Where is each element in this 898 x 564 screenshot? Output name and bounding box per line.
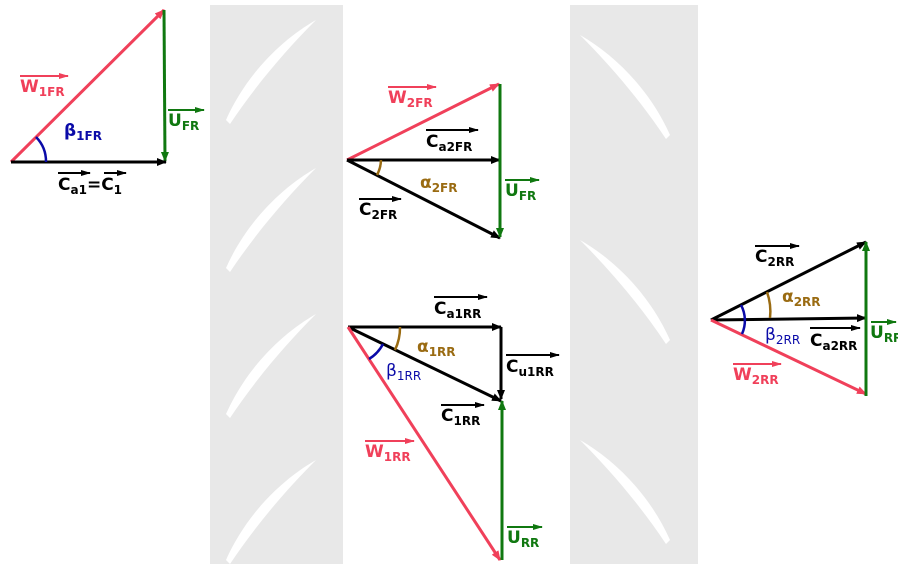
c1rr-vector <box>347 325 502 403</box>
alpha2rr-label: α2RR <box>782 287 821 309</box>
beta1rr-arc <box>368 343 385 361</box>
ufr-vector <box>160 9 169 162</box>
alpha2rr-arc <box>765 291 772 319</box>
beta1fr-label: β1FR <box>64 121 102 143</box>
front-rotor-background <box>210 5 343 564</box>
alpha2fr-arc <box>375 159 383 176</box>
beta2rr-arc <box>739 304 747 335</box>
ufr-label: UFR <box>168 111 199 133</box>
urr-label-2: URR <box>870 323 898 345</box>
alpha1rr-arc <box>393 326 402 351</box>
alpha2fr-label: α2FR <box>420 173 457 195</box>
beta1fr-arc <box>35 136 48 163</box>
triangle-front-rotor-inlet: W1FR β1FR UFR Ca1=C1 <box>9 8 205 197</box>
w2fr-vector <box>346 82 500 162</box>
ufr-label-2: UFR <box>505 181 536 203</box>
triangle-rear-rotor-outlet: C2RR α2RR β2RR Ca2RR URR W2RR <box>710 240 898 396</box>
w1rr-label: W1RR <box>365 442 411 464</box>
cu1rr-label: Cu1RR <box>506 357 554 379</box>
rear-rotor-blade-panel <box>570 5 698 564</box>
c2rr-vector <box>710 240 867 322</box>
ca2fr-label: Ca2FR <box>426 132 472 154</box>
ca1-equals-c1-label: Ca1=C1 <box>58 175 122 197</box>
w1fr-label: W1FR <box>20 77 65 99</box>
beta1rr-label: β1RR <box>386 361 421 383</box>
c2rr-label: C2RR <box>755 247 794 269</box>
triangle-front-rotor-outlet: W2FR Ca2FR α2FR UFR C2FR <box>346 82 540 240</box>
alpha1rr-label: α1RR <box>417 337 456 359</box>
w2rr-vector <box>710 318 867 396</box>
urr-label: URR <box>507 528 539 550</box>
beta2rr-label: β2RR <box>765 325 800 347</box>
w2fr-label: W2FR <box>388 88 433 110</box>
c2fr-vector <box>346 158 501 240</box>
w2rr-label: W2RR <box>733 365 779 387</box>
front-rotor-blade-panel <box>210 5 343 564</box>
triangle-rear-rotor-inlet: Ca1RR α1RR Cu1RR β1RR C1RR W1RR URR <box>346 294 560 561</box>
ca2rr-vector <box>710 314 867 323</box>
ca1rr-label: Ca1RR <box>434 299 481 321</box>
w1rr-vector <box>346 326 502 561</box>
c2fr-label: C2FR <box>359 200 397 222</box>
c1rr-label: C1RR <box>441 406 480 428</box>
ca2rr-label: Ca2RR <box>810 331 857 353</box>
